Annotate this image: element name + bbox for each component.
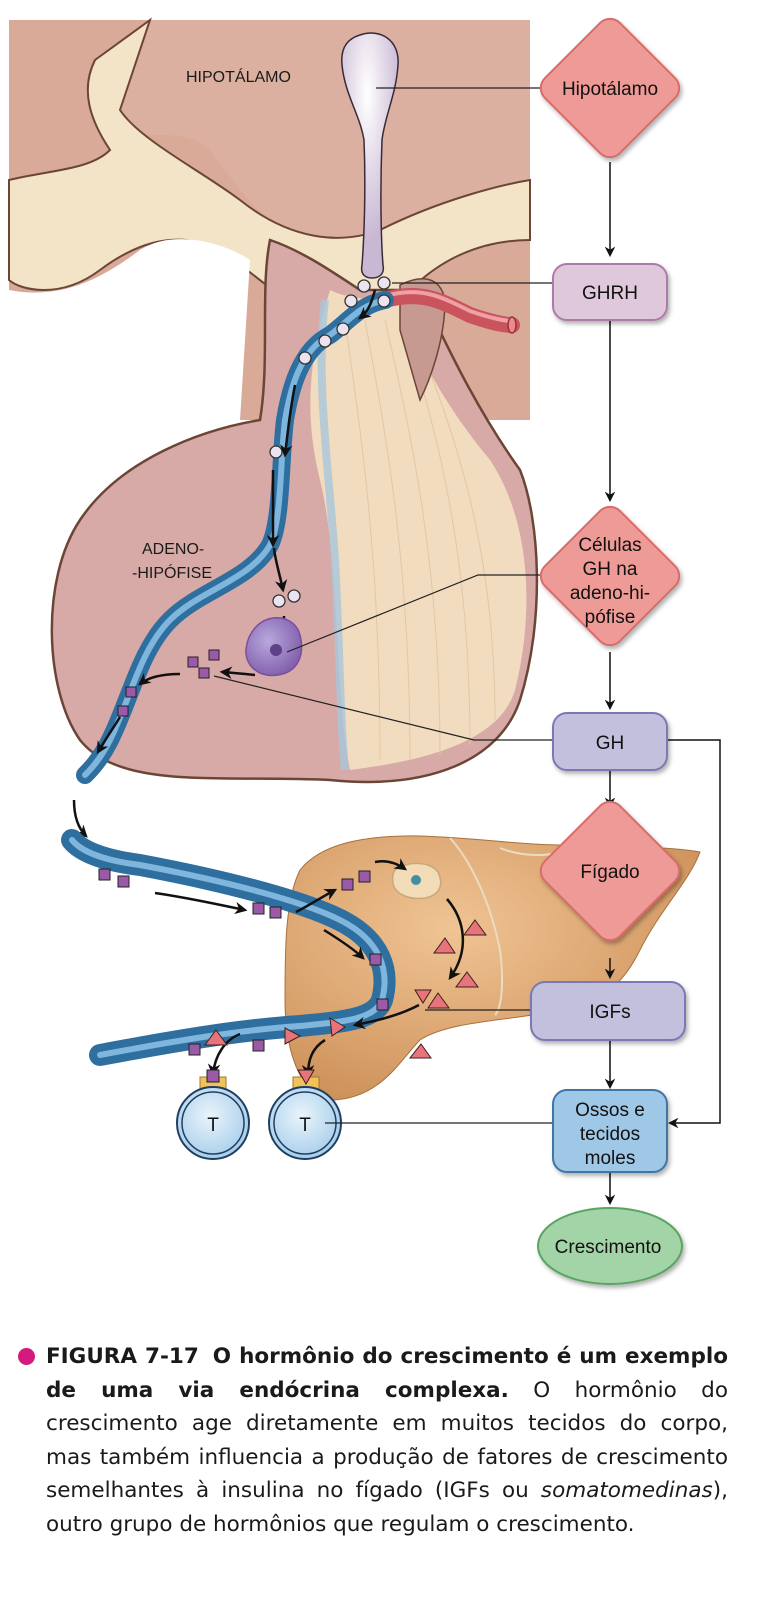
edge-gh-ossos <box>666 739 721 1129</box>
node-ghrh <box>552 263 668 321</box>
node-crescimento <box>537 1207 683 1285</box>
node-label-gh: GH <box>596 733 625 754</box>
node-label-ossos-line1: Ossos e <box>575 1100 645 1121</box>
adenohypophysis-label-line2: -HIPÓFISE <box>132 563 212 582</box>
caption-italic-term: somatomedinas <box>540 1478 713 1503</box>
node-label-ossos-line2: tecidos <box>580 1124 640 1145</box>
figure-number: FIGURA 7-17 <box>46 1344 199 1369</box>
node-label-hipotalamo: Hipotálamo <box>562 79 658 100</box>
caption-title: O hormônio do crescimento é um exemplo d… <box>46 1344 728 1403</box>
growth-hormone-diagram: T T HIPOTÁLAMO ADENO- -HIPÓFISE <box>8 17 721 1285</box>
artery <box>377 287 520 334</box>
node-label-igfs: IGFs <box>589 1002 630 1023</box>
hypothalamus-label: HIPOTÁLAMO <box>186 67 291 86</box>
target-cell-label: T <box>299 1115 311 1136</box>
node-label-celulas-line1: Células <box>578 535 641 556</box>
target-cell-label: T <box>207 1115 219 1136</box>
leader-lines <box>213 87 553 1124</box>
node-gh <box>552 712 668 771</box>
pituitary-flow-arrows <box>72 289 377 838</box>
caption-body-1: O hormônio do crescimento age diretament… <box>46 1377 728 1504</box>
adenohypophysis-label-line1: ADENO- <box>142 541 204 558</box>
node-celulas-gh <box>539 505 681 647</box>
node-label-figado: Fígado <box>580 862 639 883</box>
gh-molecules-circulation <box>98 868 389 1056</box>
flowchart: Hipotálamo GHRH Células GH na adeno-hi- … <box>530 17 721 1285</box>
node-igfs <box>530 981 686 1041</box>
node-label-crescimento: Crescimento <box>555 1237 662 1258</box>
caption-bullet-icon <box>18 1348 35 1365</box>
pituitary-illustration <box>50 238 539 784</box>
gh-secreting-cell <box>245 617 303 677</box>
flowchart-edges <box>604 162 721 1206</box>
ghrh-molecules <box>269 276 391 608</box>
brain-illustration <box>8 17 531 420</box>
gh-molecules-pituitary <box>117 649 220 717</box>
node-label-ossos-line3: moles <box>585 1148 636 1169</box>
node-label-celulas-line4: pófise <box>585 607 636 628</box>
node-label-celulas-line3: adeno-hi- <box>570 583 650 604</box>
node-ossos <box>552 1089 668 1173</box>
liver-flow-arrows <box>154 858 465 1078</box>
igf-molecules <box>204 919 487 1059</box>
node-hipotalamo <box>539 17 681 159</box>
caption-body-2: ), outro grupo de hormônios que regulam … <box>46 1478 728 1537</box>
node-figado <box>539 800 681 942</box>
node-label-ghrh: GHRH <box>582 283 638 304</box>
target-cell-gh: T <box>176 1069 250 1160</box>
node-label-celulas-line2: GH na <box>583 559 638 580</box>
hypothalamic-neuron <box>341 32 399 279</box>
